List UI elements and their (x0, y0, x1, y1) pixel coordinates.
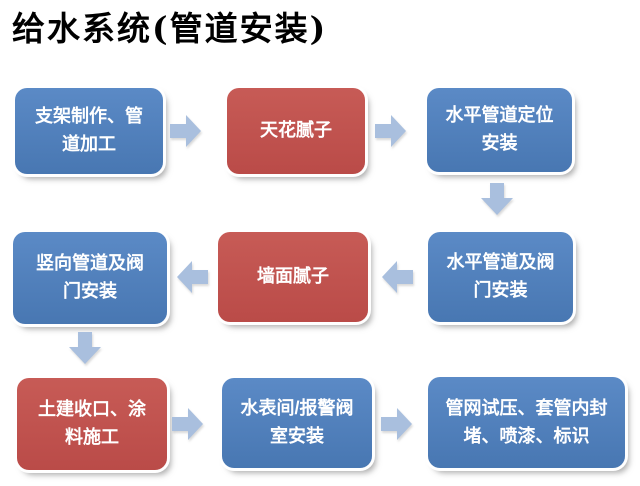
arrow-right-icon (172, 407, 204, 441)
arrow-down-icon (480, 183, 514, 216)
arrow-down-icon (68, 332, 102, 365)
arrow-right-icon (375, 114, 407, 148)
node-civil-closure-painting: 土建收口、涂 料施工 (17, 378, 167, 470)
node-ceiling-putty: 天花腻子 (227, 88, 365, 174)
node-pressure-test-marking: 管网试压、套管内封 堵、喷漆、标识 (428, 377, 625, 468)
node-horizontal-pipe-valve-install: 水平管道及阀 门安装 (428, 232, 573, 322)
node-horizontal-pipe-positioning: 水平管道定位 安装 (427, 88, 572, 172)
node-bracket-pipe-prefab: 支架制作、管 道加工 (15, 88, 163, 174)
node-vertical-pipe-valve-install: 竖向管道及阀 门安装 (13, 232, 167, 324)
page-title: 给水系统(管道安装) (12, 9, 328, 48)
arrow-left-icon (176, 260, 208, 294)
node-meter-room-install: 水表间/报警阀 室安装 (222, 378, 372, 468)
arrow-right-icon (381, 407, 413, 441)
arrow-right-icon (170, 114, 202, 148)
node-wall-putty: 墙面腻子 (218, 232, 368, 322)
arrow-left-icon (381, 260, 413, 294)
